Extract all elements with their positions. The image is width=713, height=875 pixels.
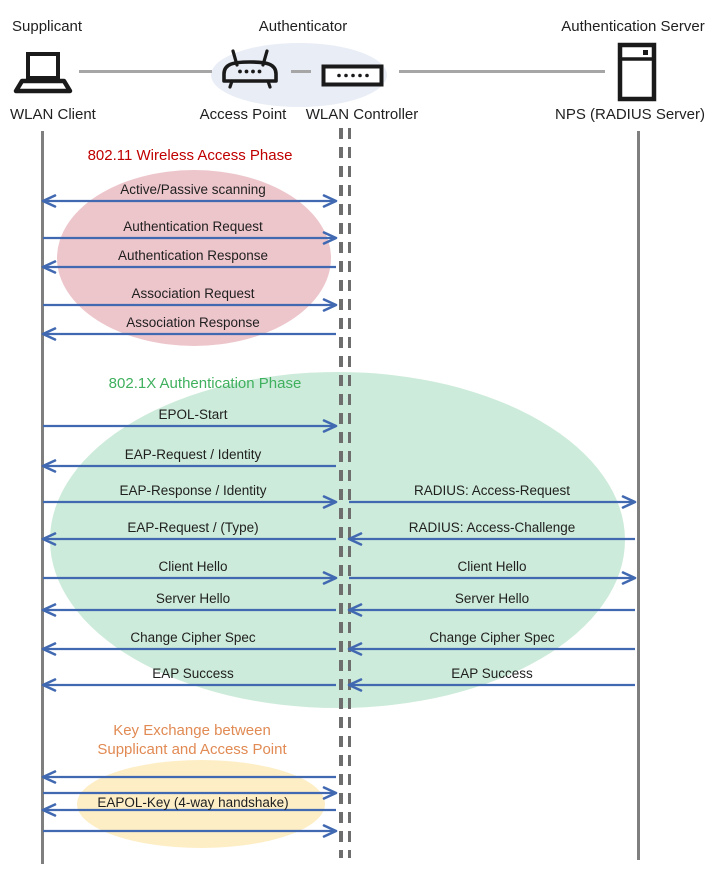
message-arrow-eap-success: [41, 678, 336, 692]
role-label-authenticator: Authenticator: [258, 18, 348, 35]
message-arrow-authentication-response: [41, 260, 336, 274]
message-label-eap-success: EAP Success: [152, 666, 234, 681]
phase3-title-line2: Supplicant and Access Point: [97, 741, 287, 758]
message-arrow-association-request: [43, 298, 338, 312]
message-arrow-change-cipher-spec: [347, 642, 635, 656]
message-label-change-cipher-spec: Change Cipher Spec: [429, 630, 555, 645]
arrowhead-icon: [621, 495, 637, 509]
message-arrow-radius-access-request: [349, 495, 637, 509]
lifeline-wlan-controller-dashed: [347, 128, 351, 858]
message-label-client-hello: Client Hello: [457, 559, 527, 574]
message-label-server-hello: Server Hello: [155, 591, 231, 606]
arrowhead-icon: [347, 603, 363, 617]
lifeline-nps: [637, 131, 640, 860]
message-arrow-epol-start: [43, 419, 338, 433]
device-label-access-point: Access Point: [199, 106, 287, 123]
message-arrow-client-hello: [43, 571, 338, 585]
server-icon: [617, 42, 657, 102]
message-arrow-server-hello: [41, 603, 336, 617]
message-arrow-unlabeled: [41, 770, 336, 784]
arrowhead-icon: [322, 495, 338, 509]
laptop-icon: [13, 52, 73, 94]
arrowhead-icon: [322, 298, 338, 312]
arrowhead-icon: [322, 231, 338, 245]
message-label-eap-success: EAP Success: [451, 666, 533, 681]
message-arrow-eap-request-type: [41, 532, 336, 546]
arrowhead-icon: [322, 824, 338, 838]
phase1-title: 802.11 Wireless Access Phase: [87, 147, 293, 164]
access-point-icon: [222, 49, 278, 89]
message-label-radius-access-challenge: RADIUS: Access-Challenge: [408, 520, 576, 535]
arrowhead-icon: [347, 642, 363, 656]
arrowhead-icon: [621, 571, 637, 585]
arrowhead-icon: [41, 770, 57, 784]
arrowhead-icon: [347, 532, 363, 546]
arrowhead-icon: [41, 603, 57, 617]
role-label-supplicant: Supplicant: [12, 18, 83, 35]
message-label-server-hello: Server Hello: [454, 591, 530, 606]
arrowhead-icon: [41, 678, 57, 692]
message-arrow-client-hello: [349, 571, 637, 585]
message-arrow-server-hello: [347, 603, 635, 617]
arrowhead-icon: [41, 327, 57, 341]
message-label-epol-start: EPOL-Start: [158, 407, 228, 422]
role-label-authentication-server: Authentication Server: [561, 18, 705, 35]
message-label-radius-access-request: RADIUS: Access-Request: [413, 483, 571, 498]
message-label-eap-request-type: EAP-Request / (Type): [127, 520, 259, 535]
phase1-ellipse: [57, 170, 331, 346]
message-label-active-passive-scanning: Active/Passive scanning: [120, 182, 266, 197]
phase3-title-line1: Key Exchange between: [113, 722, 271, 739]
message-arrow-eap-request-identity: [41, 459, 336, 473]
message-arrow-authentication-request: [43, 231, 338, 245]
arrowhead-icon: [347, 678, 363, 692]
arrowhead-icon: [41, 532, 57, 546]
message-label-association-response: Association Response: [126, 315, 260, 330]
message-label-authentication-request: Authentication Request: [123, 219, 263, 234]
lifeline-wlan-client: [41, 131, 44, 864]
message-label-eapol-key-4-way-handshake: EAPOL-Key (4-way handshake): [97, 795, 289, 810]
arrowhead-icon: [41, 194, 57, 208]
arrowhead-icon: [41, 260, 57, 274]
phase3-ellipse: [77, 760, 325, 848]
device-label-wlan-controller: WLAN Controller: [305, 106, 419, 123]
arrowhead-icon: [322, 194, 338, 208]
message-arrow-unlabeled: [43, 786, 338, 800]
message-label-authentication-response: Authentication Response: [117, 248, 269, 263]
arrowhead-icon: [322, 571, 338, 585]
phase2-title: 802.1X Authentication Phase: [108, 375, 302, 392]
arrowhead-icon: [322, 786, 338, 800]
message-label-eap-response-identity: EAP-Response / Identity: [119, 483, 267, 498]
message-arrow-association-response: [41, 327, 336, 341]
message-arrow-change-cipher-spec: [41, 642, 336, 656]
arrowhead-icon: [41, 459, 57, 473]
message-arrow-eap-success: [347, 678, 635, 692]
arrowhead-icon: [41, 642, 57, 656]
message-label-change-cipher-spec: Change Cipher Spec: [130, 630, 256, 645]
connector-line: [291, 70, 311, 73]
connector-line: [79, 70, 212, 73]
arrowhead-icon: [322, 419, 338, 433]
message-arrow-eapol-key-4-way-handshake: [41, 803, 336, 817]
device-label-wlan-client: WLAN Client: [10, 106, 96, 123]
message-arrow-radius-access-challenge: [347, 532, 635, 546]
message-arrow-eap-response-identity: [43, 495, 338, 509]
message-label-client-hello: Client Hello: [158, 559, 228, 574]
connector-line: [399, 70, 605, 73]
device-label-nps: NPS (RADIUS Server): [554, 106, 706, 123]
wlan-controller-icon: [321, 64, 384, 87]
message-arrow-unlabeled: [43, 824, 338, 838]
message-label-association-request: Association Request: [131, 286, 255, 301]
message-label-eap-request-identity: EAP-Request / Identity: [124, 447, 262, 462]
lifeline-wlan-controller-dashed: [339, 128, 343, 858]
message-arrow-active-passive-scanning: [41, 194, 338, 208]
arrowhead-icon: [41, 803, 57, 817]
